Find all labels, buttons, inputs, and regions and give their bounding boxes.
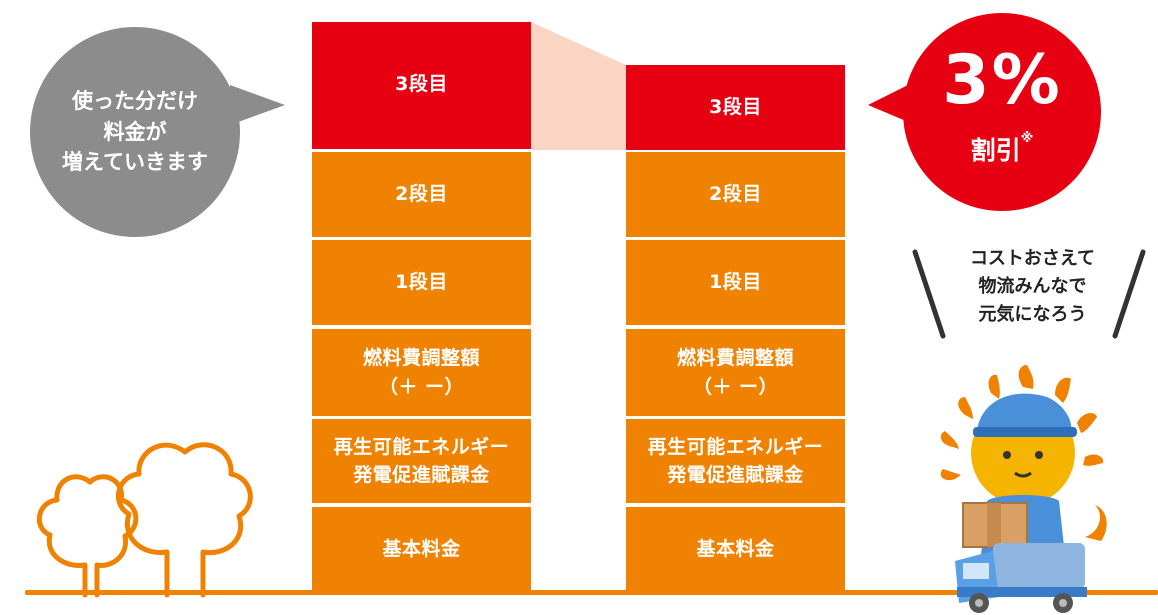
usage-increase-bubble: 使った分だけ 料金が 増えていきます: [30, 27, 240, 237]
bubble-line-1: 使った分だけ: [72, 89, 198, 114]
right-tier2-label: 2段目: [709, 183, 762, 206]
left-tier2-label: 2段目: [395, 183, 448, 206]
bubble-line-3: 増えていきます: [62, 150, 208, 175]
delivery-truck-icon: [955, 543, 1087, 613]
discount-note-mark: ※: [1020, 131, 1034, 146]
discount-label: 割引: [970, 136, 1021, 165]
left-tier1-label: 1段目: [395, 271, 448, 294]
tree-icon: [36, 442, 253, 598]
left-basic-fee-block: 基本料金: [312, 507, 531, 592]
left-fuel-line-1: 燃料費調整額: [362, 347, 480, 369]
lion-mascot-icon: [940, 365, 1107, 613]
slogan-line-2: 物流みんなで: [978, 275, 1087, 297]
discount-label-row: 割引※: [903, 131, 1101, 167]
left-renewable-line-2: 発電促進賦課金: [353, 464, 490, 486]
left-tier1-block: 1段目: [312, 240, 531, 325]
left-fuel-adjustment-block: 燃料費調整額 （＋ ー）: [312, 329, 531, 416]
discount-percent: 3%: [942, 41, 1062, 120]
left-renewable-surcharge-block: 再生可能エネルギー 発電促進賦課金: [312, 419, 531, 503]
left-tier3-label: 3段目: [395, 73, 448, 95]
left-tier2-block: 2段目: [312, 152, 531, 237]
right-fuel-line-1: 燃料費調整額: [676, 347, 794, 369]
right-tier3-label: 3段目: [709, 96, 762, 119]
right-renewable-line-2: 発電促進賦課金: [667, 464, 804, 486]
right-fuel-adjustment-block: 燃料費調整額 （＋ ー）: [626, 329, 845, 416]
ground-line: [25, 590, 1158, 595]
slogan-line-3: 元気になろう: [978, 303, 1087, 325]
left-renewable-line-1: 再生可能エネルギー: [333, 435, 510, 458]
left-basic-label: 基本料金: [382, 538, 461, 561]
cardboard-box-icon: [962, 502, 1028, 548]
right-basic-label: 基本料金: [696, 538, 775, 561]
discount-bubble: 3% 割引※: [903, 13, 1101, 211]
right-tier2-block: 2段目: [626, 152, 845, 237]
right-tier1-label: 1段目: [709, 271, 762, 294]
right-basic-fee-block: 基本料金: [626, 507, 845, 592]
slogan-emphasis-strokes: [912, 249, 1146, 339]
left-bubble-tail: [230, 85, 285, 125]
right-renewable-surcharge-block: 再生可能エネルギー 発電促進賦課金: [626, 419, 845, 503]
bubble-line-2: 料金が: [103, 119, 167, 144]
slogan-line-1: コストおさえて: [969, 248, 1096, 269]
left-fuel-line-2: （＋ ー）: [378, 375, 465, 398]
right-tier1-block: 1段目: [626, 240, 845, 325]
right-tier3-block: 3段目: [626, 65, 845, 150]
right-fuel-line-2: （＋ ー）: [692, 375, 779, 398]
slogan-text: コストおさえて 物流みんなで 元気になろう: [945, 245, 1120, 329]
right-renewable-line-1: 再生可能エネルギー: [647, 435, 824, 458]
left-tier3-block: 3段目: [312, 22, 531, 149]
